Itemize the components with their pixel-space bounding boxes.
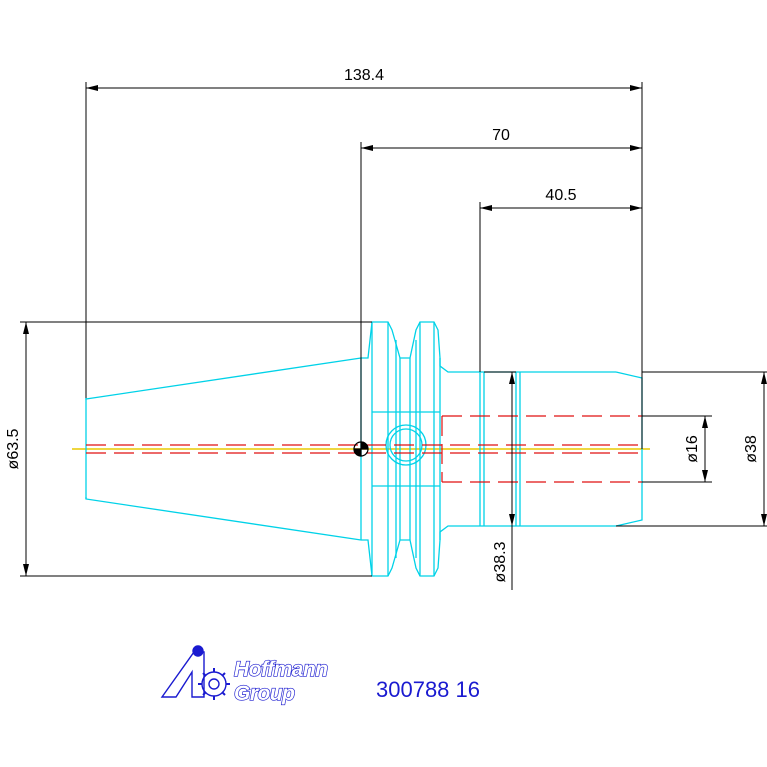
- part-number: 300788 16: [376, 677, 480, 702]
- flange-outline-bottom: [361, 539, 441, 577]
- gauge-point-symbol: [353, 441, 369, 457]
- dimension-arrowheads: [23, 85, 767, 576]
- taper-bottom-edge: [85, 497, 362, 541]
- dim-length-70: 70: [492, 127, 510, 144]
- hoffmann-group-logo: Hoffmann Group: [160, 645, 329, 706]
- dim-dia-neck: ø38.3: [492, 541, 509, 582]
- neck-outline-top: [439, 358, 480, 373]
- neck-outline-bottom: [439, 525, 480, 540]
- dim-length-40-5: 40.5: [545, 187, 576, 204]
- logo-emblem-icon: [160, 645, 230, 700]
- dim-dia-body: ø38: [743, 435, 760, 463]
- logo-text-hoffmann: Hoffmann: [234, 658, 328, 681]
- dim-overall-length: 138.4: [344, 67, 384, 84]
- hidden-lines: [86, 415, 642, 483]
- flange-outline-top: [361, 321, 441, 359]
- dimension-lines: [20, 82, 767, 590]
- dim-dia-bore: ø16: [684, 435, 701, 463]
- dim-dia-flange: ø63.5: [5, 428, 22, 469]
- taper-top-edge: [85, 357, 362, 400]
- logo-text-group: Group: [234, 682, 295, 705]
